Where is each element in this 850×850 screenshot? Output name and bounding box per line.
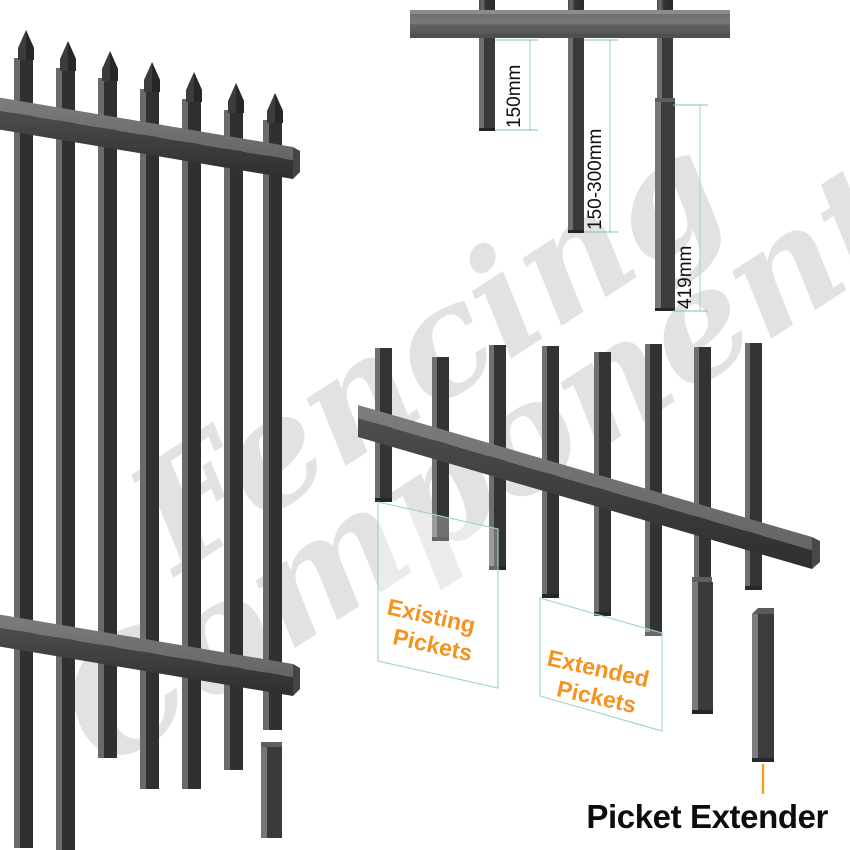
- detail-picket-2: [568, 38, 584, 233]
- left-panel-top-rail: [0, 97, 300, 179]
- dimension-150-300mm-label: 150-300mm: [585, 129, 606, 230]
- detail-horizontal-rail: [410, 10, 730, 38]
- page-title: Picket Extender: [586, 798, 828, 835]
- dimension-150mm: 150mm: [495, 39, 538, 131]
- dimension-419mm: 419mm: [673, 104, 708, 312]
- top-detail-assembly: [410, 0, 730, 311]
- left-panel-spear-tips: [18, 30, 283, 123]
- left-fence-panel: [0, 30, 300, 850]
- callout-extended-pickets: Extended Pickets: [539, 597, 663, 732]
- lower-panel-rail: [358, 405, 820, 569]
- detail-picket-3-extended: [655, 38, 675, 311]
- detail-picket-1: [479, 38, 495, 131]
- dimension-419mm-label: 419mm: [675, 246, 696, 309]
- dimension-150mm-label: 150mm: [504, 65, 525, 128]
- left-panel-bottom-rail: [0, 614, 300, 696]
- lower-fence-panel: [358, 343, 820, 762]
- callout-existing-pickets: Existing Pickets: [377, 501, 499, 689]
- detail-picket-stubs-above: [479, 0, 673, 12]
- dimension-150-300mm: 150-300mm: [584, 39, 618, 233]
